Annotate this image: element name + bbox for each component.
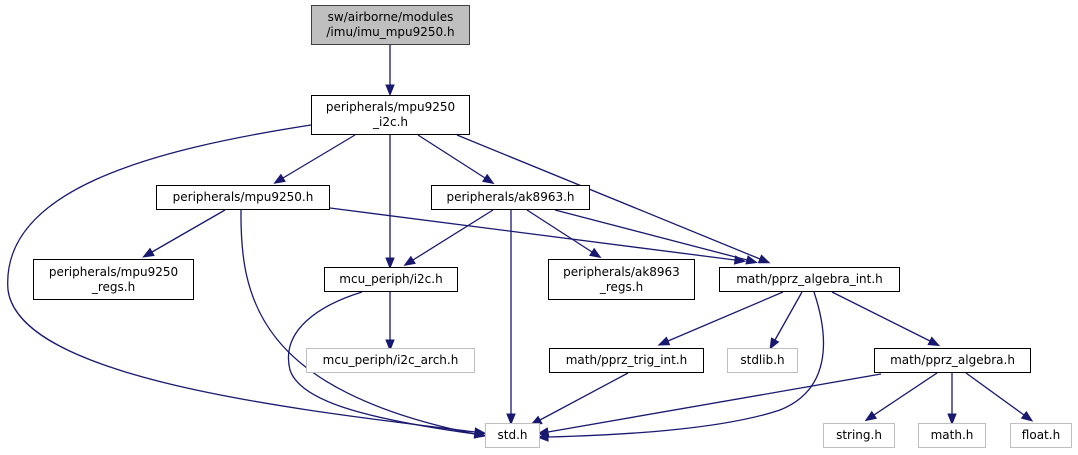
edge-mpu9250-to-std <box>240 209 476 435</box>
node-ak8963[interactable]: peripherals/ak8963.h <box>431 185 590 210</box>
node-label: math/pprz_trig_int.h <box>565 353 688 367</box>
node-label-line: peripherals/ak8963 <box>563 264 680 279</box>
node-label: std.h <box>497 428 528 442</box>
node-label-line: peripherals/mpu9250 <box>325 100 456 114</box>
edge-mpu9250-to-mpu9250_regs <box>151 209 226 253</box>
arrowhead-mpu9250_i2c-to-mpu9250 <box>273 173 286 184</box>
edge-pprz_algebra_int-to-pprz_trig_int <box>667 291 784 342</box>
node-label-line: /imu/imu_mpu9250.h <box>326 25 455 39</box>
edge-mpu9250_i2c-to-std <box>7 124 476 433</box>
node-label-line: _regs.h <box>599 279 644 294</box>
arrowhead-mpu9250_i2c-to-ak8963 <box>482 173 495 185</box>
arrowhead-pprz_algebra_int-to-stdlib <box>769 337 780 350</box>
edge-mpu9250_i2c-to-ak8963 <box>417 134 486 179</box>
node-std: std.h <box>485 423 540 448</box>
arrowhead-root-to-mpu9250_i2c <box>385 84 395 97</box>
arrowhead-ak8963-to-pprz_algebra_int <box>745 255 758 265</box>
node-label: math/pprz_algebra.h <box>890 353 1015 367</box>
arrowhead-ak8963-to-i2c <box>403 255 416 267</box>
node-label: peripherals/ak8963.h <box>446 190 575 204</box>
node-pprz-trig-int[interactable]: math/pprz_trig_int.h <box>549 348 704 373</box>
arrowhead-pprz_algebra-to-math <box>947 413 957 426</box>
edge-pprz_algebra_int-to-std <box>547 291 825 438</box>
edge-mpu9250-to-pprz_algebra_int <box>329 207 736 261</box>
node-mpu9250-regs[interactable]: peripherals/mpu9250 _regs.h <box>33 259 194 300</box>
node-label: mcu_periph/i2c_arch.h <box>322 353 459 367</box>
node-i2c[interactable]: mcu_periph/i2c.h <box>324 267 458 292</box>
arrowhead-mpu9250_i2c-to-i2c <box>385 257 395 270</box>
node-label: float.h <box>1021 428 1061 442</box>
arrowhead-ak8963-to-ak8963_regs <box>589 247 602 259</box>
node-label-line: peripherals/mpu9250 <box>48 264 179 279</box>
node-math: math.h <box>918 423 986 448</box>
node-label-line: sw/airborne/modules <box>327 10 454 24</box>
node-label: string.h <box>836 428 882 442</box>
edge-ak8963-to-pprz_algebra_int <box>554 209 748 261</box>
edge-pprz_algebra_int-to-pprz_algebra <box>831 291 931 342</box>
edge-i2c-to-std <box>287 291 476 435</box>
arrowhead-pprz_algebra_int-to-pprz_algebra <box>927 336 941 347</box>
node-label: math.h <box>930 428 974 442</box>
arrowhead-mpu9250_i2c-to-pprz_algebra_int <box>757 254 771 264</box>
edge-mpu9250_i2c-to-mpu9250 <box>282 134 356 179</box>
edge-pprz_trig_int-to-std <box>539 372 629 421</box>
node-stdlib: stdlib.h <box>727 348 798 373</box>
node-string: string.h <box>823 423 895 448</box>
node-mpu9250[interactable]: peripherals/mpu9250.h <box>156 185 330 210</box>
edge-pprz_algebra_int-to-stdlib <box>774 291 803 341</box>
node-ak8963-regs[interactable]: peripherals/ak8963 _regs.h <box>548 259 695 300</box>
arrowhead-pprz_algebra-to-string <box>864 410 878 422</box>
arrowhead-pprz_algebra-to-std <box>536 427 550 437</box>
node-label: peripherals/mpu9250.h <box>172 190 314 204</box>
node-label: math/pprz_algebra_int.h <box>736 272 883 286</box>
node-root: sw/airborne/modules /imu/imu_mpu9250.h <box>311 5 470 45</box>
edge-mpu9250_i2c-to-pprz_algebra_int <box>456 134 761 260</box>
node-label-line: _regs.h <box>91 279 136 294</box>
arrowhead-mpu9250-to-mpu9250_regs <box>142 247 155 258</box>
node-pprz-algebra-int[interactable]: math/pprz_algebra_int.h <box>719 267 900 292</box>
node-i2c-arch: mcu_periph/i2c_arch.h <box>306 348 475 373</box>
arrowhead-i2c-to-std <box>473 429 487 439</box>
arrowhead-i2c-to-i2c_arch <box>385 339 395 352</box>
node-label: stdlib.h <box>740 353 785 367</box>
node-mpu9250-i2c[interactable]: peripherals/mpu9250 _i2c.h <box>311 95 470 135</box>
node-label-line: _i2c.h <box>373 115 408 129</box>
arrowhead-pprz_algebra_int-to-pprz_trig_int <box>657 336 671 346</box>
node-float: float.h <box>1010 423 1072 448</box>
edge-pprz_algebra-to-string <box>873 372 938 416</box>
edge-pprz_algebra-to-float <box>965 372 1025 416</box>
arrowhead-ak8963-to-std <box>506 413 516 426</box>
edge-ak8963-to-i2c <box>412 209 494 261</box>
edge-ak8963-to-ak8963_regs <box>526 209 593 253</box>
node-pprz-algebra[interactable]: math/pprz_algebra.h <box>874 348 1031 373</box>
edge-pprz_algebra-to-std <box>547 373 882 433</box>
node-label: mcu_periph/i2c.h <box>339 272 443 286</box>
arrowhead-pprz_algebra-to-float <box>1020 410 1034 422</box>
